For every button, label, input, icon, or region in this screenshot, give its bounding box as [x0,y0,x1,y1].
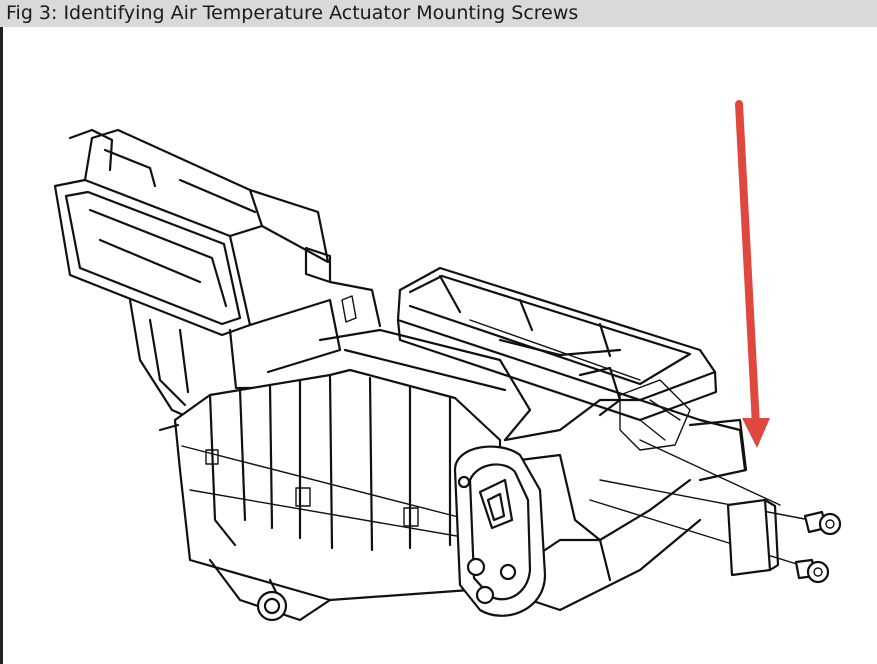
main-housing [158,328,532,622]
down-arrow-icon [735,100,770,448]
screw-icon [803,510,842,536]
figure-caption: Fig 3: Identifying Air Temperature Actua… [6,2,579,24]
figure-frame [0,27,877,664]
temperature-actuator [726,498,780,577]
air-outlet-duct [53,128,332,337]
actuator-cover-plate [453,445,547,617]
caption-bar: Fig 3: Identifying Air Temperature Actua… [0,0,877,27]
screw-icon [794,558,830,584]
